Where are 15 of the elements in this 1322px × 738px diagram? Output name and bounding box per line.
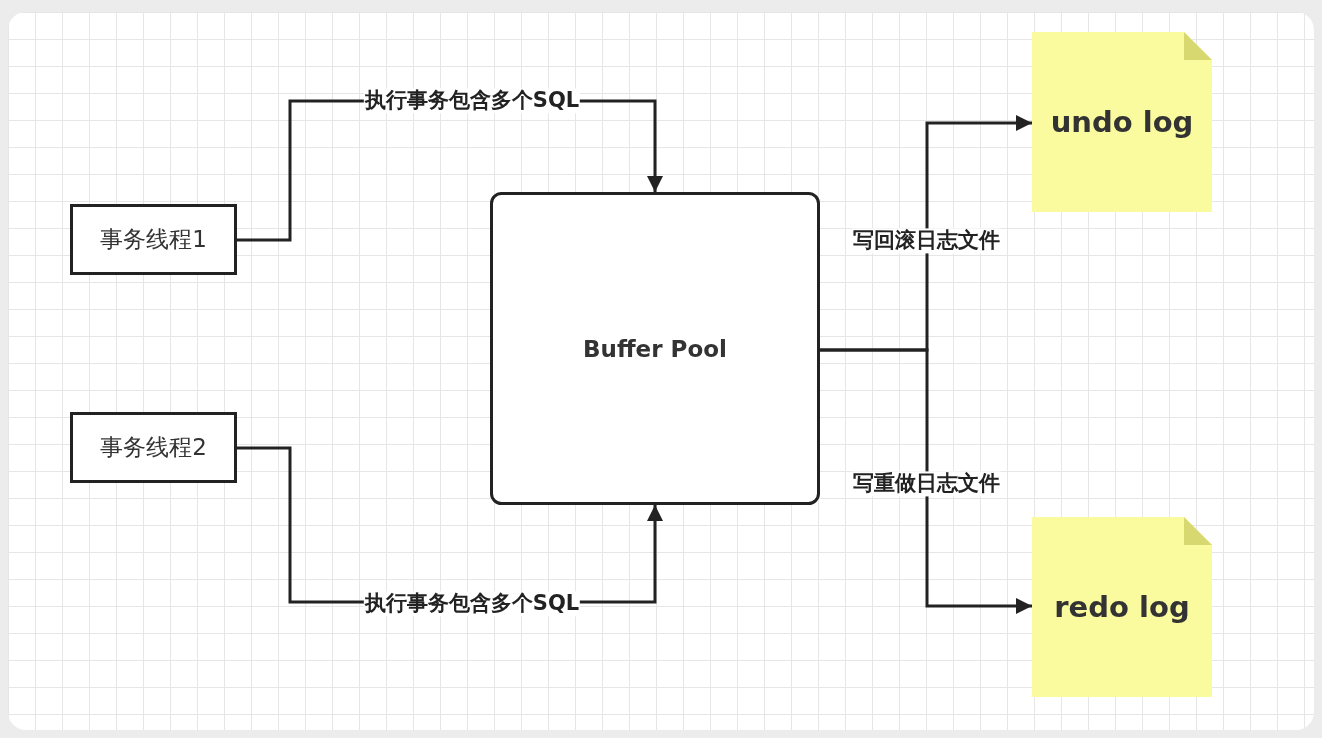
- arrow: [820, 348, 1032, 614]
- edge-label: 执行事务包含多个SQL: [363, 591, 581, 617]
- node-label: 事务线程1: [100, 225, 207, 254]
- edge-label: 写回滚日志文件: [851, 228, 1001, 254]
- edge-label: 执行事务包含多个SQL: [363, 88, 581, 114]
- document-note: [1032, 32, 1212, 212]
- node-label: 事务线程2: [100, 433, 207, 462]
- process-box: [70, 412, 237, 483]
- document-note: [1032, 517, 1212, 697]
- edge-label: 写重做日志文件: [851, 471, 1001, 497]
- node-label: undo log: [1050, 105, 1194, 139]
- process-box: [70, 204, 237, 275]
- process-box: [490, 192, 820, 505]
- node-label: Buffer Pool: [583, 335, 727, 362]
- node-label: redo log: [1054, 590, 1190, 624]
